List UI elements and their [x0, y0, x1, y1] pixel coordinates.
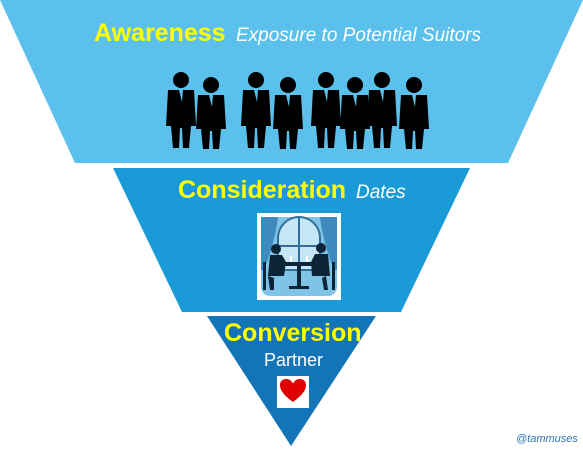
suitors-crowd-icon: [166, 72, 429, 149]
heart-icon: [277, 376, 309, 408]
awareness-subtitle: Exposure to Potential Suitors: [236, 25, 482, 46]
consideration-subtitle: Dates: [356, 182, 406, 203]
conversion-title: Conversion: [224, 319, 362, 347]
consideration-title: Consideration: [178, 176, 347, 204]
dinner-date-icon: [257, 213, 341, 300]
conversion-subtitle: Partner: [264, 350, 324, 370]
awareness-title: Awareness: [94, 19, 226, 47]
author-handle: @tammuses: [516, 433, 578, 445]
